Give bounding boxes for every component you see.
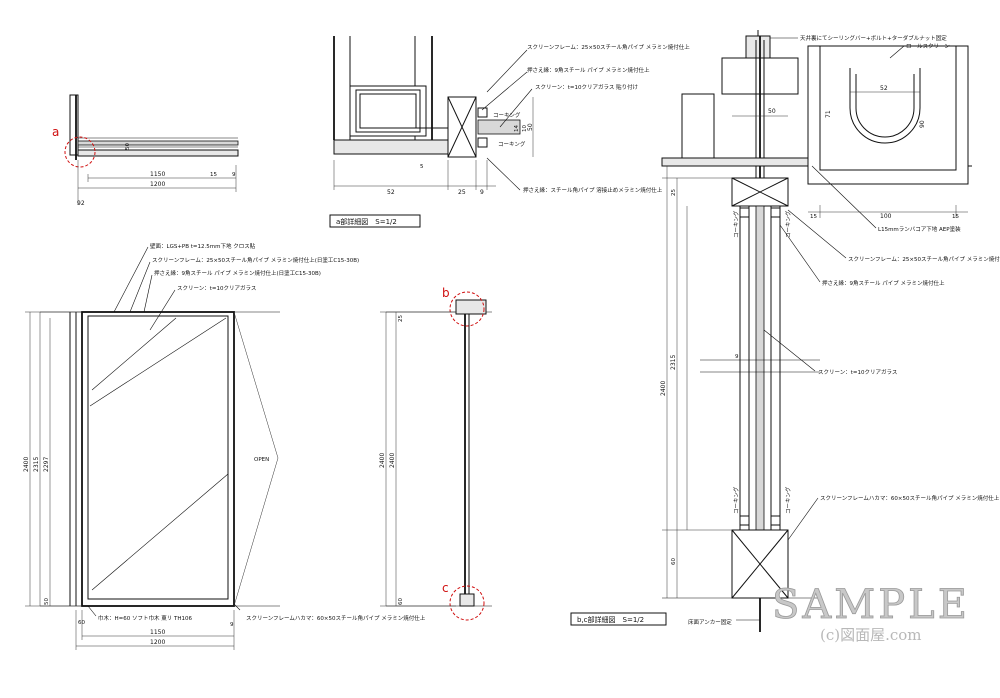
bc-callout-frame: スクリーンフレーム：25×50スチール角パイプ メラミン焼付仕上: [848, 255, 1000, 263]
detail-a-title-box: [329, 214, 421, 228]
bc-callout-bar: 押さえ縁：9角スチール パイプ メラミン焼付仕上: [822, 279, 945, 287]
glass-10mm: [477, 119, 521, 135]
bc-dim-52: 52: [880, 85, 888, 92]
bc-dim-50: 50: [768, 108, 776, 115]
a-dim-9: 9: [480, 189, 484, 196]
elev-dim-60: 60: [78, 620, 85, 626]
elev-dim-2315: 2315: [33, 457, 40, 472]
bc-stop-bar-4: [770, 515, 781, 526]
a-dim-25: 25: [458, 189, 466, 196]
roll-screen-box: [807, 45, 969, 185]
elev-dim-2297: 2297: [43, 457, 50, 472]
bc-dim-9: 9: [735, 354, 739, 360]
bc-callout-board: L15mmランバコア下地 AEP塗装: [878, 225, 961, 233]
detail-marker-a: a: [52, 125, 59, 139]
detail-marker-b: b: [442, 286, 450, 300]
elev-callout-bar: 押さえ縁：9角スチール パイプ メラミン焼付仕上(日塗工C15-30B): [154, 269, 321, 277]
plan-dim-92: 92: [77, 200, 85, 207]
detail-marker-circle-c: [449, 585, 485, 621]
plan-glass: [77, 140, 239, 146]
elev-dim-2400: 2400: [23, 457, 30, 472]
a-caulk-1: コーキング: [493, 111, 521, 119]
bc-stop-bar-2: [770, 207, 781, 218]
side-dim-60: 60: [398, 598, 404, 605]
elev-callout-bottom: スクリーンフレームハカマ：60×50スチール角パイプ メラミン焼付仕上: [246, 614, 426, 622]
plan-dim-1200: 1200: [150, 181, 165, 188]
detail-marker-circle-a: [64, 136, 96, 168]
detail-marker-circle-b: [449, 291, 485, 327]
bc-dim-2315: 2315: [670, 355, 677, 370]
stop-bar-bottom: [477, 137, 488, 148]
elev-dim-50: 50: [44, 598, 50, 605]
bc-callout-roll: ロールスクリーン: [906, 43, 950, 50]
bc-caulk-1: コーキング: [732, 210, 740, 238]
elev-callout-base: 巾木：H=60 ソフト巾木 東リ TH106: [98, 614, 192, 622]
detail-bc: 52 71 90 100 15 15: [570, 30, 1000, 632]
bc-glass: [755, 205, 765, 531]
elev-dim-1200: 1200: [150, 639, 165, 646]
plan-dim-1150: 1150: [150, 171, 165, 178]
side-dim-2400b: 2400: [389, 453, 396, 468]
ceiling-board: [661, 157, 813, 167]
a-dim-14: 14: [514, 125, 520, 132]
bc-dim-90: 90: [919, 120, 926, 128]
bc-caulk-4: コーキング: [784, 486, 792, 514]
wall-board-hatch: [333, 139, 449, 155]
side-section: b c 2400 2400 25 60: [379, 286, 492, 621]
bc-caulk-2: コーキング: [784, 210, 792, 238]
elev-dim-9: 9: [230, 622, 234, 628]
a-callout-frame: スクリーンフレーム：25×50スチール角パイプ メラミン焼付仕上: [527, 43, 690, 51]
detail-a: 52 25 9 50 10 14 5 コーキング コーキング スクリーンフレーム…: [329, 36, 690, 228]
bc-dim-15b: 15: [952, 214, 959, 220]
ceiling-fixing-b: [455, 299, 487, 315]
bc-callout-floor: 床面アンカー固定: [688, 618, 732, 626]
a-dim-50: 50: [527, 123, 534, 131]
a-dim-5: 5: [420, 164, 424, 170]
bc-stop-bar-3: [739, 515, 750, 526]
bc-dim-15a: 15: [810, 214, 817, 220]
a-caulk-2: コーキング: [498, 140, 526, 148]
copyright-watermark: (c)図面屋.com: [820, 626, 922, 644]
elev-callout-frame: スクリーンフレーム：25×50スチール角パイプ メラミン焼付仕上(日塗工C15-…: [152, 256, 359, 264]
floor-fixing-c: [459, 593, 475, 607]
bc-caulk-3: コーキング: [732, 486, 740, 514]
a-callout-weld: 押さえ縁：スチール角パイプ 溶接止めメラミン焼付仕上: [523, 186, 663, 194]
bc-callout-ceiling: 天井裏にてシーリングバー+ボルト+ターダブルナット固定: [800, 34, 947, 42]
detail-marker-c: c: [442, 581, 449, 595]
detail-a-title: a部詳細図 S=1/2: [336, 217, 397, 226]
a-dim-52: 52: [387, 189, 395, 196]
elev-dim-1150: 1150: [150, 629, 165, 636]
plan-dim-15: 15: [210, 172, 217, 178]
a-callout-bar: 押さえ縁：9角スチール パイプ メラミン焼付仕上: [527, 66, 650, 74]
plan-dim-50: 50: [125, 143, 131, 150]
sample-watermark: SAMPLE: [772, 582, 970, 628]
screen-frame-elevation: [81, 311, 235, 607]
plan-dim-9: 9: [232, 172, 236, 178]
plan-section: a 1150 1200 92 50 9 15: [52, 94, 239, 207]
detail-bc-title-box: [570, 612, 667, 626]
detail-bc-title: b,c部詳細図 S=1/2: [577, 615, 644, 624]
ceiling-runner: [681, 93, 715, 159]
elevation: OPEN 2400 2315 2297 50 1150 1200 9 60 壁面…: [23, 242, 426, 650]
glass-pane-elevation: [87, 315, 229, 600]
a-dim-10: 10: [522, 125, 528, 132]
plan-frame-bar: [77, 149, 239, 157]
a-callout-screen: スクリーン：t=10クリアガラス 貼り付け: [535, 83, 639, 91]
open-label: OPEN: [254, 457, 269, 463]
ceiling-bolt-nut: [745, 35, 771, 59]
bc-callout-screen: スクリーン：t=10クリアガラス: [818, 368, 897, 376]
bc-callout-bottom: スクリーンフレームハカマ：60×50スチール角パイプ メラミン焼付仕上: [820, 494, 1000, 502]
bc-dim-2400: 2400: [660, 381, 667, 396]
bc-dim-100: 100: [880, 213, 892, 220]
elev-callout-screen: スクリーン：t=10クリアガラス: [177, 284, 256, 292]
bc-dim-71: 71: [825, 110, 832, 118]
bc-dim-25: 25: [671, 189, 677, 196]
side-dim-2400a: 2400: [379, 453, 386, 468]
bc-dim-60: 60: [671, 558, 677, 565]
elev-callout-wall: 壁面：LGS+PB t=12.5mm下地 クロス貼: [150, 242, 256, 250]
side-dim-25: 25: [398, 315, 404, 322]
bc-stop-bar-1: [739, 207, 750, 218]
stop-bar-top: [477, 107, 488, 118]
